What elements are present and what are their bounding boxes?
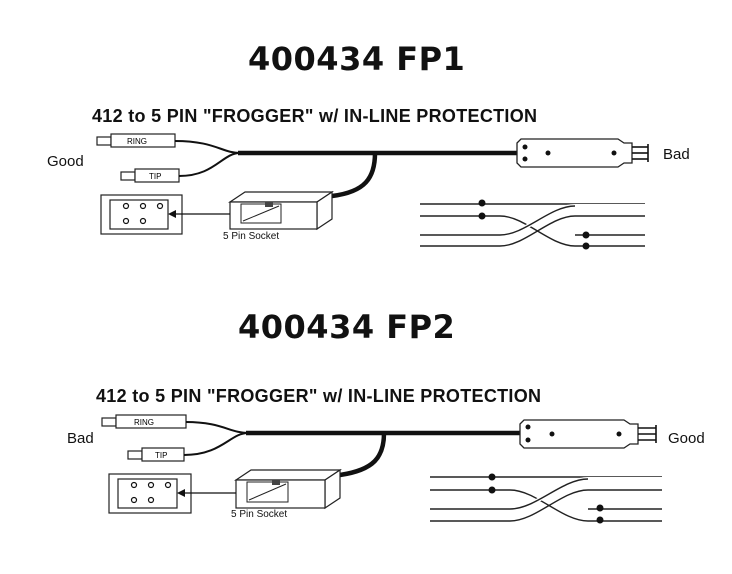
diagram-heading: 412 to 5 PIN "FROGGER" w/ IN-LINE PROTEC… — [92, 106, 538, 126]
part-number-title: 400434 FP2 — [238, 308, 456, 346]
crossover-wiring-icon — [420, 203, 645, 247]
diagram-fp2: 400434 FP2 412 to 5 PIN "FROGGER" w/ IN-… — [0, 287, 732, 574]
ring-plug-icon: RING — [101, 414, 187, 429]
crossover-wiring-icon — [430, 476, 662, 522]
ring-plug-label: RING — [127, 137, 147, 146]
right-end-label: Good — [668, 430, 705, 447]
wiring-drawing: RING TIP — [101, 414, 662, 524]
tip-plug-label: TIP — [149, 172, 161, 181]
socket-caption: 5 Pin Socket — [223, 231, 280, 242]
wiring-drawing: RING TIP — [96, 133, 649, 250]
tip-plug-icon: TIP — [127, 447, 185, 462]
diagram-fp1: 400434 FP1 412 to 5 PIN "FROGGER" w/ IN-… — [47, 40, 690, 250]
412-connector-icon — [516, 138, 649, 168]
ring-plug-icon: RING — [96, 133, 176, 148]
412-connector-icon — [519, 419, 657, 449]
socket-caption: 5 Pin Socket — [231, 509, 288, 520]
ring-plug-label: RING — [134, 418, 154, 427]
left-end-label: Good — [47, 153, 84, 170]
protection-module-icon — [234, 468, 342, 510]
five-pin-socket-face-icon — [100, 194, 230, 235]
tip-plug-label: TIP — [155, 451, 167, 460]
protection-module-icon — [228, 190, 334, 231]
tip-plug-icon: TIP — [120, 168, 180, 183]
left-end-label: Bad — [67, 430, 94, 447]
part-number-title: 400434 FP1 — [248, 40, 466, 78]
right-end-label: Bad — [663, 146, 690, 163]
five-pin-socket-face-icon — [108, 473, 236, 514]
diagram-heading: 412 to 5 PIN "FROGGER" w/ IN-LINE PROTEC… — [96, 386, 542, 406]
